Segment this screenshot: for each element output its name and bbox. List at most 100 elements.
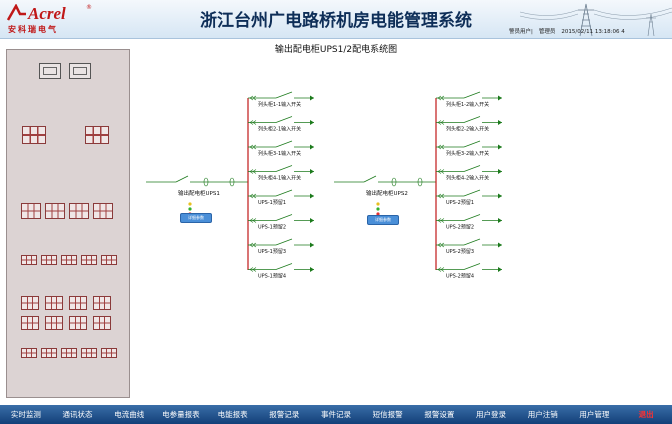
- branch-switch-icon: [463, 116, 481, 123]
- outgoing-arrow-icon: [498, 193, 502, 199]
- branch-label: 列头柜1-2输入开关: [446, 101, 489, 108]
- meter-screen-1: [39, 63, 61, 79]
- branch-switch-icon: [463, 140, 481, 148]
- outgoing-arrow-icon: [498, 169, 502, 174]
- datetime: 2015/02/11 13:18:06 4: [561, 29, 625, 35]
- nav-item-12[interactable]: 退出: [638, 410, 654, 419]
- acrel-logo: Acrel ® 安科瑞电气: [6, 4, 92, 34]
- brand-chinese-name: 安科瑞电气: [8, 25, 58, 34]
- outgoing-arrow-icon: [310, 120, 314, 125]
- left-ups-feeder: 输出配电柜UPS1列头柜1-1输入开关列头柜2-1输入开关列头柜3-1输入开关列…: [146, 91, 314, 280]
- double-arrow-icon: [249, 169, 257, 174]
- double-arrow-icon: [437, 144, 445, 150]
- branch-switch-icon: [275, 91, 293, 99]
- right-ups-feeder: 输出配电柜UPS2列头柜1-2输入开关列头柜2-2输入开关列头柜3-2输入开关列…: [334, 91, 502, 280]
- source-label: 输出配电柜UPS2: [366, 189, 408, 197]
- branch-switch-icon: [463, 165, 481, 172]
- status-dot: [376, 212, 380, 216]
- breaker-module: [101, 348, 117, 358]
- breaker-module: [61, 348, 77, 358]
- nav-item-10[interactable]: 用户注销: [527, 410, 558, 419]
- user-label: 警员用户|: [509, 29, 533, 35]
- breaker-module: [81, 348, 97, 358]
- branch-switch-icon: [275, 189, 293, 197]
- nav-item-3[interactable]: 电参量报表: [162, 410, 200, 419]
- outgoing-arrow-icon: [498, 95, 502, 101]
- main-switch-icon: [363, 175, 377, 183]
- nav-item-11[interactable]: 用户管理: [579, 410, 610, 419]
- branch-label: 列头柜4-1输入开关: [258, 175, 301, 182]
- branch-switch-icon: [275, 214, 293, 221]
- user-status: 警员用户| 管理员 2015/02/11 13:18:06 4: [509, 27, 631, 35]
- breaker-module: [45, 203, 65, 219]
- nav-item-5[interactable]: 报警记录: [269, 410, 300, 419]
- branch-switch-icon: [463, 263, 481, 270]
- nav-item-0[interactable]: 实时监测: [10, 410, 41, 419]
- nav-item-6[interactable]: 事件记录: [320, 410, 351, 419]
- double-arrow-icon: [437, 242, 445, 248]
- breaker-module: [45, 316, 63, 330]
- status-dot: [376, 202, 380, 206]
- single-line-diagram: 输出配电柜UPS1列头柜1-1输入开关列头柜2-1输入开关列头柜3-1输入开关列…: [146, 91, 502, 280]
- double-arrow-icon: [437, 95, 445, 101]
- double-arrow-icon: [437, 120, 445, 125]
- outgoing-arrow-icon: [310, 193, 314, 199]
- detail-button-ups1[interactable]: 详细参数: [180, 213, 212, 223]
- outgoing-arrow-icon: [310, 95, 314, 101]
- nav-item-7[interactable]: 短信报警: [372, 410, 403, 419]
- branch-label: UPS-2预留1: [446, 199, 474, 206]
- detail-button-ups2[interactable]: 详细参数: [367, 215, 399, 225]
- meter-screen-2: [69, 63, 91, 79]
- breaker-module: [21, 316, 39, 330]
- double-arrow-icon: [249, 95, 257, 101]
- breaker-module: [21, 255, 37, 265]
- nav-item-2[interactable]: 电流曲线: [114, 410, 145, 419]
- branch-switch-icon: [275, 140, 293, 148]
- outgoing-arrow-icon: [310, 218, 314, 223]
- branch-label: UPS-1预留3: [258, 248, 286, 255]
- double-arrow-icon: [249, 218, 257, 223]
- source-label: 输出配电柜UPS1: [178, 189, 220, 197]
- breaker-module: [21, 348, 37, 358]
- brand-name: Acrel: [28, 4, 66, 23]
- status-dot: [188, 202, 192, 206]
- nav-item-1[interactable]: 通讯状态: [62, 410, 93, 419]
- app-title: 浙江台州广电路桥机房电能管理系统: [200, 11, 472, 31]
- branch-label: UPS-1预留2: [258, 224, 286, 231]
- branch-switch-icon: [463, 189, 481, 197]
- breaker-module: [85, 126, 109, 144]
- branch-switch-icon: [463, 238, 481, 246]
- outgoing-arrow-icon: [310, 144, 314, 150]
- outgoing-arrow-icon: [498, 144, 502, 150]
- breaker-module: [41, 348, 57, 358]
- breaker-module: [69, 316, 87, 330]
- outgoing-arrow-icon: [310, 169, 314, 174]
- outgoing-arrow-icon: [498, 242, 502, 248]
- double-arrow-icon: [437, 267, 445, 272]
- brand-registered-mark: ®: [86, 4, 92, 11]
- branch-label: UPS-1预留1: [258, 199, 286, 206]
- diagram-title: 输出配电柜UPS1/2配电系统图: [274, 45, 398, 55]
- main-switch-icon: [175, 175, 189, 183]
- breaker-module: [69, 296, 87, 310]
- nav-item-9[interactable]: 用户登录: [476, 410, 507, 419]
- logo-mark-icon: [6, 4, 26, 21]
- cabinet-panel: [6, 49, 130, 398]
- header-bar: Acrel ® 安科瑞电气 浙江台州广电路桥机房电能管理系统 警员用户| 管理员 2…: [0, 0, 672, 39]
- branch-switch-icon: [275, 263, 293, 270]
- outgoing-arrow-icon: [498, 218, 502, 223]
- outgoing-arrow-icon: [310, 267, 314, 272]
- user-name: 管理员: [538, 29, 556, 35]
- ct-icon: [229, 177, 235, 187]
- branch-label: 列头柜2-2输入开关: [446, 126, 489, 133]
- bottom-nav: 实时监测 通讯状态 电流曲线 电参量报表 电能报表 报警记录 事件记录 短信报警 报警设置 用户登…: [0, 405, 672, 424]
- branch-switch-icon: [463, 214, 481, 221]
- breaker-module: [45, 296, 63, 310]
- double-arrow-icon: [437, 218, 445, 223]
- double-arrow-icon: [249, 267, 257, 272]
- nav-item-4[interactable]: 电能报表: [217, 410, 248, 419]
- breaker-module: [93, 296, 111, 310]
- status-dot: [376, 207, 380, 211]
- outgoing-arrow-icon: [498, 120, 502, 125]
- nav-item-8[interactable]: 报警设置: [424, 410, 455, 419]
